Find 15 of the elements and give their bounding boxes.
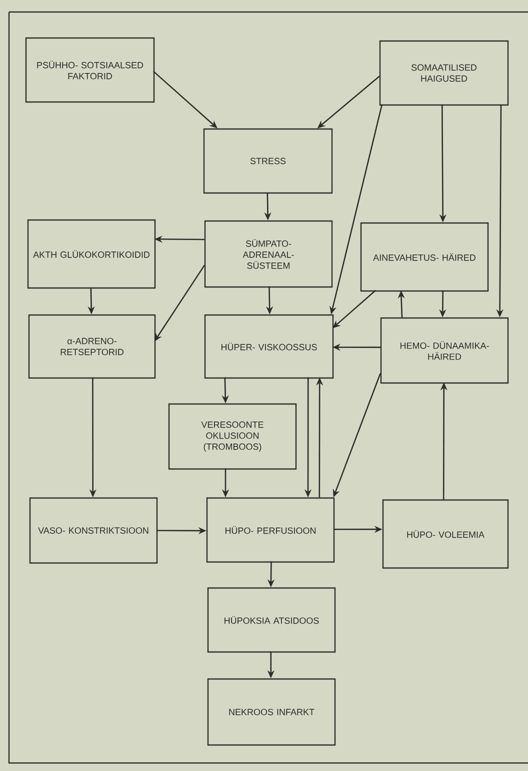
process-box: NEKROOS INFARKT xyxy=(207,678,336,746)
process-box: HÜPO- PERFUSIOON xyxy=(206,497,335,563)
process-box: HEMO- DÜNAAMIKA- HÄIRED xyxy=(380,317,509,384)
process-box: α-ADRENO- RETSEPTORID xyxy=(28,314,156,379)
process-box: PSÜHHO- SOTSIAALSED FAKTORID xyxy=(25,37,155,103)
process-box: SÜMPATO- ADRENAAL- SÜSTEEM xyxy=(204,220,333,288)
process-box: VASO- KONSTRIKTSIOON xyxy=(29,497,158,564)
process-box: AINEVAHETUS- HÄIRED xyxy=(360,222,489,292)
process-box: HÜPO- VOLEEMIA xyxy=(382,499,509,569)
process-box: HÜPER- VISKOOSSUS xyxy=(204,314,334,379)
process-box: AKTH GLÜKOKORTIKOIDID xyxy=(27,219,156,289)
process-box: HÜPOKSIA ATSIDOOS xyxy=(207,587,336,653)
process-box: STRESS xyxy=(203,128,333,194)
process-box: VERESOONTE OKLUSIOON (TROMBOOS) xyxy=(168,403,297,470)
process-box: SOMAATILISED HAIGUSED xyxy=(379,40,509,106)
